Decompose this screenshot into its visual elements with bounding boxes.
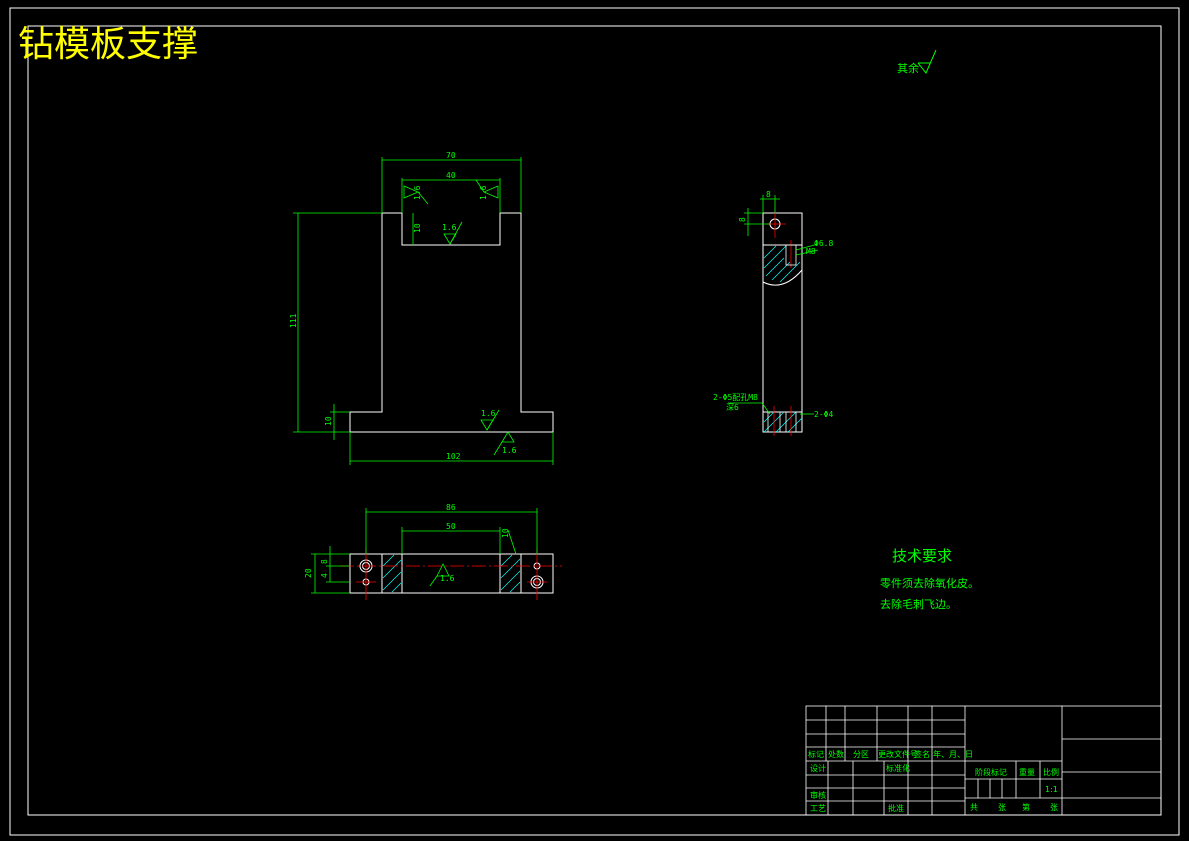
technical-requirements: 技术要求 零件须去除氧化皮。 去除毛刺飞边。 <box>880 547 979 611</box>
note-side-hole: Φ6.8 <box>814 239 833 248</box>
tb-col-zone: 分区 <box>853 750 869 759</box>
tb-col-mark: 标记 <box>808 749 824 759</box>
side-view: 8 8 Φ6.8 M8 2-Φ5配孔M8 深6 2-Φ4 <box>713 190 833 436</box>
roughness-note: 其余 <box>897 49 937 75</box>
note-side-bottom-depth: 深6 <box>726 403 739 412</box>
drawing-frame <box>9 7 1180 836</box>
tb-standardize: 标准化 <box>886 763 910 773</box>
side-view-outline <box>762 212 803 433</box>
tb-col-count: 处数 <box>828 749 844 759</box>
tb-col-change-doc: 更改文件号 <box>878 749 918 759</box>
roughness-note-label: 其余 <box>897 61 919 75</box>
dim-top-small-b: 4 <box>320 573 329 578</box>
top-dimensions <box>311 508 538 594</box>
tech-req-item-1: 零件须去除氧化皮。 <box>880 576 979 590</box>
tb-scale-value: 1:1 <box>1045 785 1058 794</box>
drawing-title: 钻模板支撑 <box>18 24 198 65</box>
tb-weight: 重量 <box>1019 767 1035 777</box>
note-side-thread: M8 <box>806 247 816 256</box>
front-view-dim-labels: 70 40 10 111 10 102 1.6 1.6 1.6 1.6 1.6 <box>289 151 517 461</box>
top-view-outline <box>349 553 554 594</box>
roughness-top-view: 1.6 <box>440 574 455 583</box>
note-side-bottom-right: 2-Φ4 <box>814 410 833 419</box>
tb-col-date: 年、月、日 <box>933 749 973 759</box>
dim-side-top-offset: 8 <box>766 190 771 199</box>
title-block-grid <box>805 705 1162 816</box>
dim-front-height: 111 <box>289 313 298 328</box>
tech-req-item-2: 去除毛刺飞边。 <box>880 597 957 611</box>
side-centerlines <box>766 212 792 436</box>
tb-process: 工艺 <box>810 804 826 813</box>
side-dim-labels: 8 8 Φ6.8 M8 2-Φ5配孔M8 深6 2-Φ4 <box>713 190 833 419</box>
title-block-labels: 标记 处数 分区 更改文件号 签名 年、月、日 设计 标准化 阶段标记 重量 比… <box>808 749 1059 813</box>
tb-sheet: 张 <box>998 803 1006 812</box>
top-view: 86 50 10 20 8 4 1.6 <box>304 503 562 600</box>
tb-number: 第 <box>1022 802 1030 812</box>
tb-col-signature: 签名 <box>914 749 930 759</box>
side-dimensions <box>728 195 819 415</box>
dim-front-top-width: 70 <box>446 151 456 160</box>
roughness-front-right: 1.6 <box>479 185 488 200</box>
dim-front-base-thickness: 10 <box>324 416 333 426</box>
dim-front-slot-depth: 10 <box>413 223 422 233</box>
tb-total: 共 <box>970 803 978 812</box>
outer-border <box>9 7 1180 836</box>
roughness-front-center: 1.6 <box>442 223 457 232</box>
dim-top-small-a: 8 <box>320 559 329 564</box>
tb-review: 审核 <box>810 790 826 800</box>
tb-design: 设计 <box>810 763 826 773</box>
top-hatch <box>382 554 521 593</box>
title-block: 标记 处数 分区 更改文件号 签名 年、月、日 设计 标准化 阶段标记 重量 比… <box>805 705 1162 816</box>
tb-approve: 批准 <box>888 803 904 813</box>
roughness-symbol-icon <box>917 49 937 74</box>
top-dim-labels: 86 50 10 20 8 4 1.6 <box>304 503 510 583</box>
front-view-outline <box>349 212 554 433</box>
front-view: 70 40 10 111 10 102 1.6 1.6 1.6 1.6 1.6 <box>289 151 554 465</box>
dim-front-inner-width: 40 <box>446 171 456 180</box>
tb-sheet2: 张 <box>1050 803 1058 812</box>
dim-side-hole-from-top: 8 <box>738 217 747 222</box>
dim-top-hole-spacing: 86 <box>446 503 456 512</box>
dim-top-pocket: 10 <box>501 528 510 538</box>
tech-req-heading: 技术要求 <box>892 547 952 565</box>
side-hatch <box>763 245 803 433</box>
tb-stage-mark: 阶段标记 <box>975 767 1007 777</box>
roughness-front-left: 1.6 <box>413 185 422 200</box>
dim-top-depth: 20 <box>304 568 313 578</box>
inner-border <box>27 25 1162 816</box>
note-side-bottom-hole: 2-Φ5配孔M8 <box>713 393 758 402</box>
roughness-front-bottom: 1.6 <box>502 446 517 455</box>
top-centerlines <box>340 548 562 600</box>
roughness-front-base: 1.6 <box>481 409 496 418</box>
dim-top-inner: 50 <box>446 522 456 531</box>
front-view-dimensions <box>293 157 554 465</box>
dim-front-base-width: 102 <box>446 452 461 461</box>
tb-scale: 比例 <box>1043 767 1059 777</box>
